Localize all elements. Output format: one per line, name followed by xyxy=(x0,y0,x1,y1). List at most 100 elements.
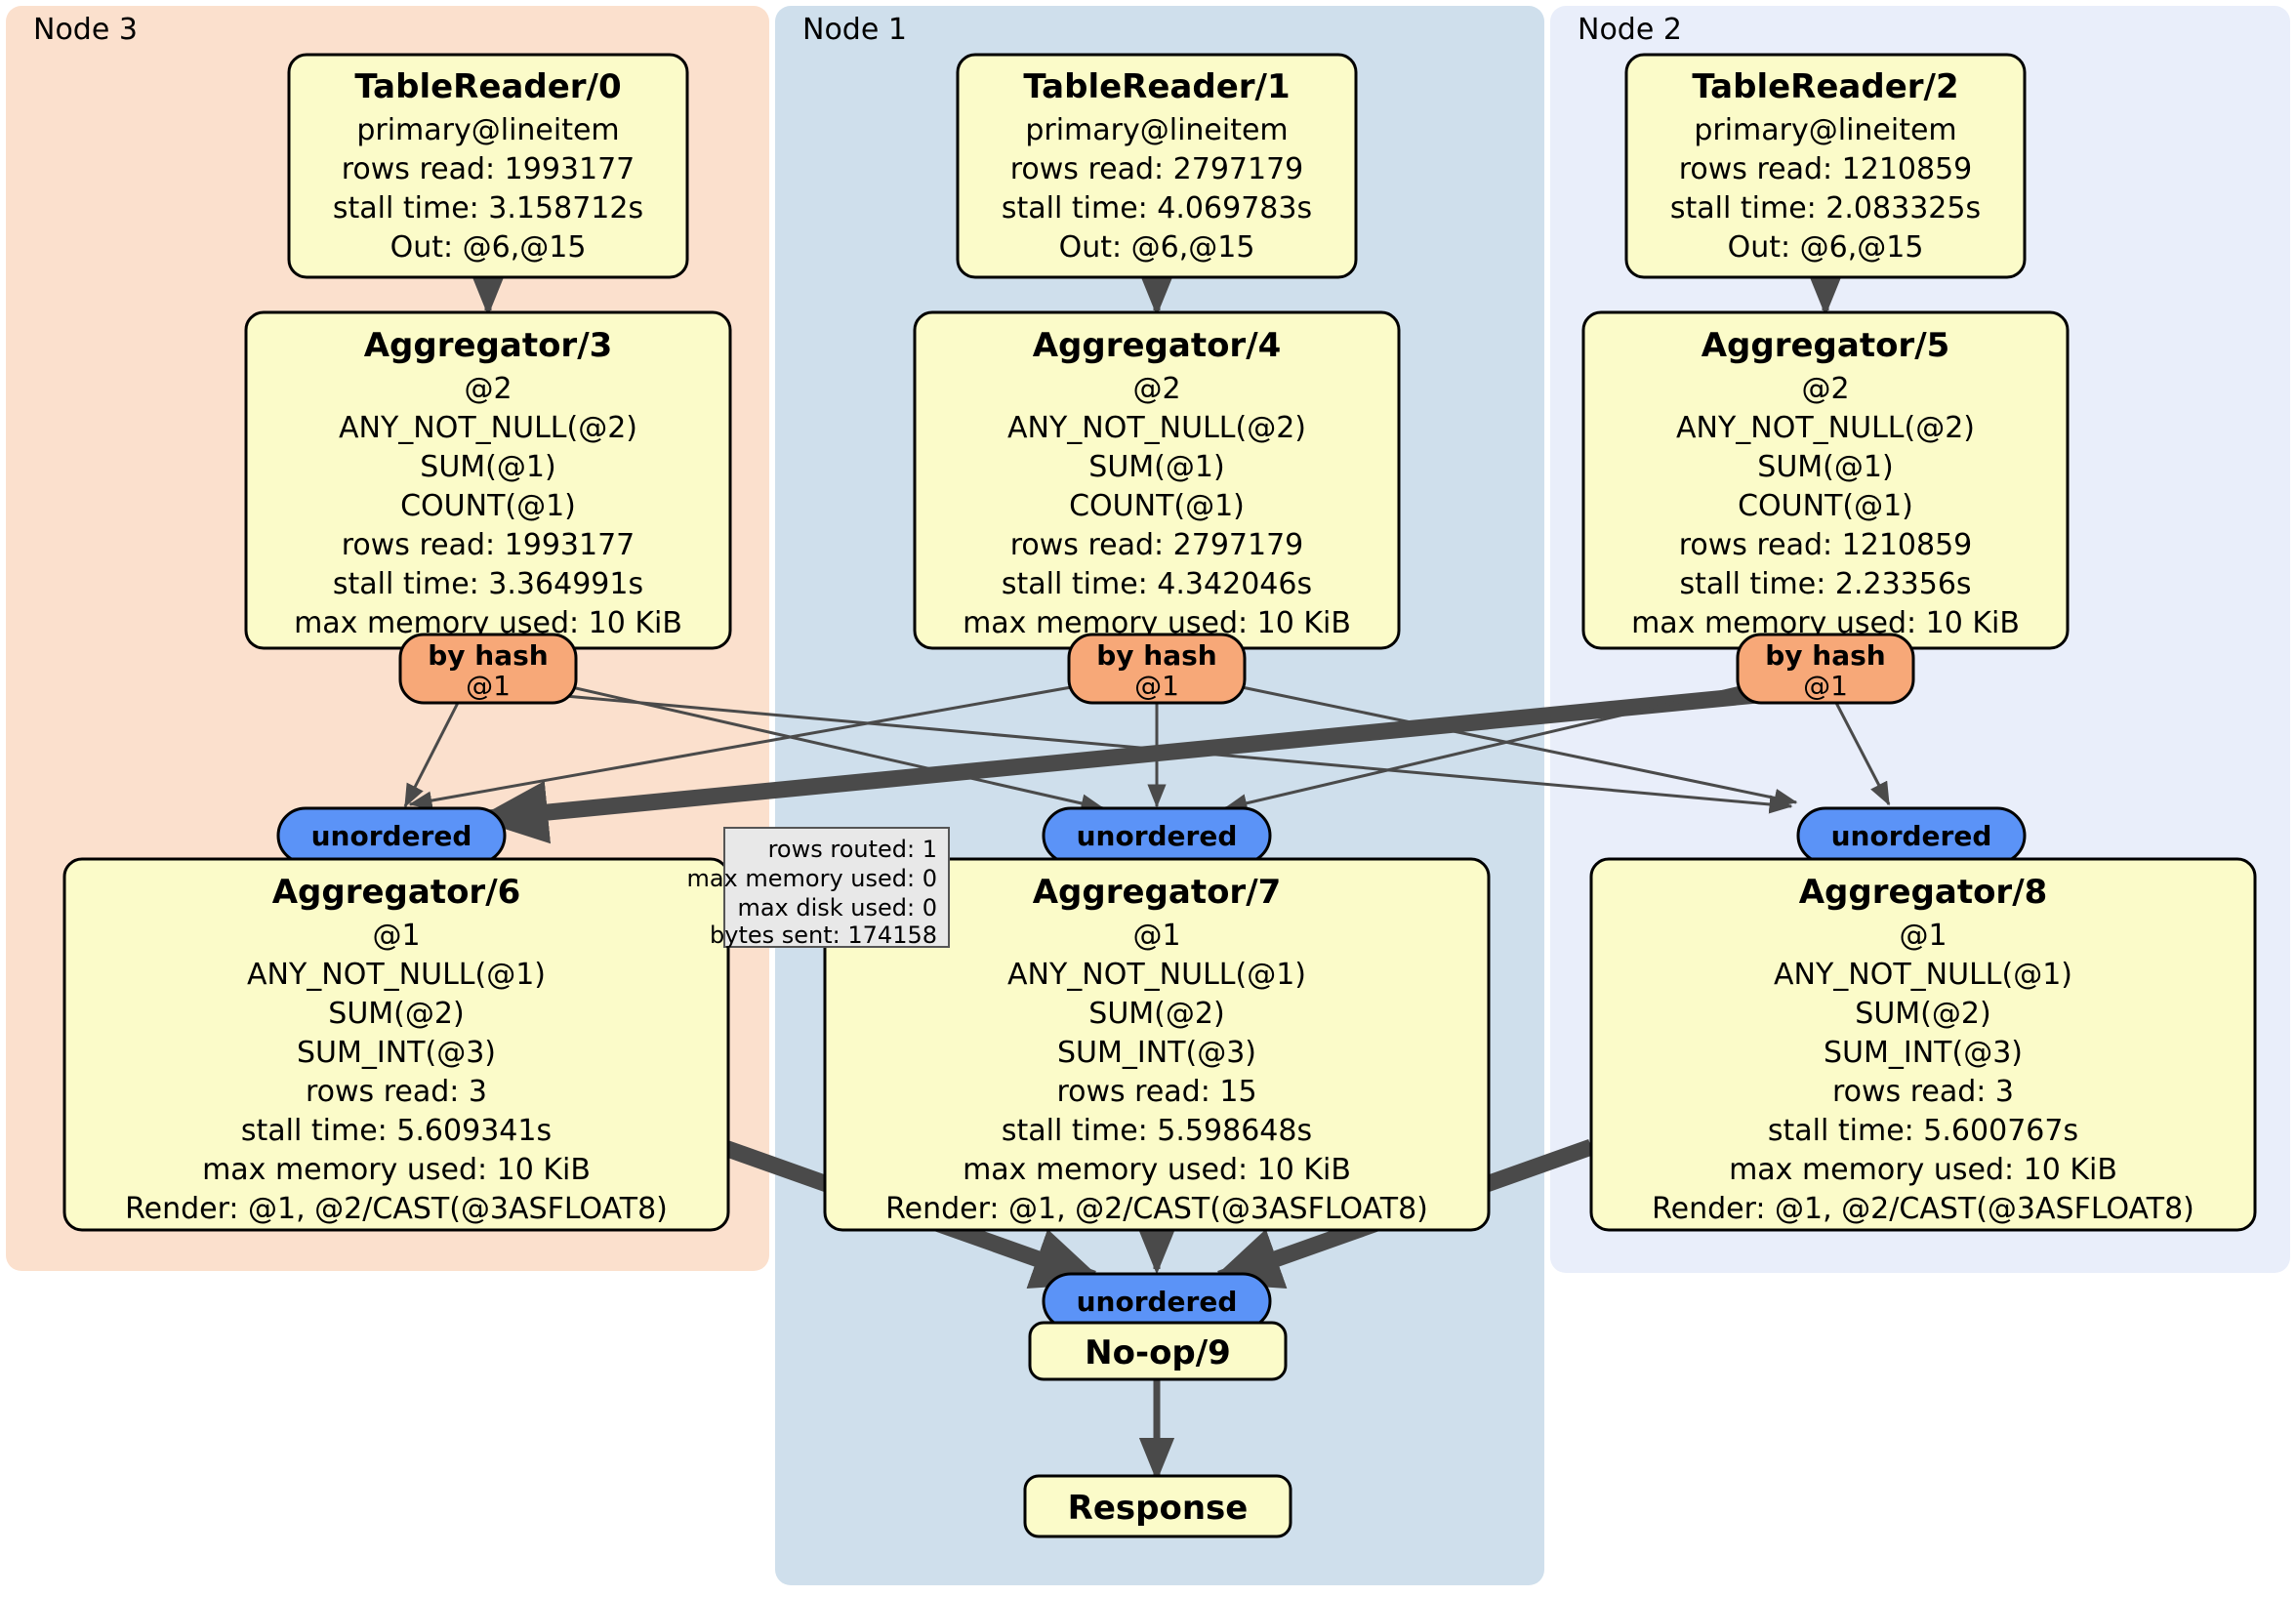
stats-line: max memory used: 0 xyxy=(686,865,937,892)
processor-detail-line: rows read: 1993177 xyxy=(342,152,636,186)
stats-line: max disk used: 0 xyxy=(737,894,937,921)
processor-tablereader-0[interactable]: TableReader/0 primary@lineitem rows read… xyxy=(287,53,689,279)
processor-tablereader-1[interactable]: TableReader/1 primary@lineitem rows read… xyxy=(956,53,1358,279)
processor-detail-line: COUNT(@1) xyxy=(400,489,576,523)
processor-detail-line: SUM_INT(@3) xyxy=(297,1036,496,1070)
synchronizer-unordered-node3[interactable]: unordered xyxy=(276,806,507,865)
processor-detail-line: @2 xyxy=(1801,372,1849,406)
processor-detail-line: stall time: 4.342046s xyxy=(1002,567,1312,601)
processor-detail-line: ANY_NOT_NULL(@2) xyxy=(1007,411,1306,445)
router-label: by hash xyxy=(428,639,548,672)
processor-aggregator-6[interactable]: Aggregator/6 @1 ANY_NOT_NULL(@1) SUM(@2)… xyxy=(62,857,730,1232)
processor-detail-line: max memory used: 10 KiB xyxy=(963,1153,1351,1187)
processor-title: Aggregator/8 xyxy=(1799,873,2048,912)
processor-detail-line: rows read: 15 xyxy=(1056,1075,1256,1109)
processor-detail-line: @1 xyxy=(372,919,420,953)
processor-detail-line: Out: @6,@15 xyxy=(390,230,587,265)
edge-hash5-to-sync7 xyxy=(1223,681,1758,813)
processor-title: Aggregator/7 xyxy=(1033,873,1282,912)
processor-detail-line: ANY_NOT_NULL(@1) xyxy=(1007,958,1306,992)
router-by-hash-node3[interactable]: by hash @1 xyxy=(398,633,578,705)
processor-title: Aggregator/4 xyxy=(1033,326,1282,365)
router-column: @1 xyxy=(1803,670,1848,702)
processor-detail-line: SUM(@1) xyxy=(1088,450,1224,484)
processor-detail-line: max memory used: 10 KiB xyxy=(202,1153,591,1187)
edge-hash3-to-sync6 xyxy=(403,700,461,808)
processor-aggregator-4[interactable]: Aggregator/4 @2 ANY_NOT_NULL(@2) SUM(@1)… xyxy=(913,310,1401,650)
processor-detail-line: stall time: 2.23356s xyxy=(1679,567,1971,601)
processor-noop-9[interactable]: No-op/9 xyxy=(1028,1321,1288,1381)
processor-detail-line: stall time: 5.609341s xyxy=(241,1114,552,1148)
processor-aggregator-8[interactable]: Aggregator/8 @1 ANY_NOT_NULL(@1) SUM(@2)… xyxy=(1589,857,2257,1232)
processor-detail-line: primary@lineitem xyxy=(1025,113,1288,147)
processor-title: TableReader/2 xyxy=(1692,67,1958,106)
processor-detail-line: rows read: 2797179 xyxy=(1010,152,1304,186)
processor-title: No-op/9 xyxy=(1085,1333,1231,1372)
synchronizer-unordered-node1[interactable]: unordered xyxy=(1042,806,1272,865)
processor-title: TableReader/1 xyxy=(1023,67,1290,106)
processor-detail-line: COUNT(@1) xyxy=(1738,489,1913,523)
router-by-hash-node2[interactable]: by hash @1 xyxy=(1736,633,1915,705)
synchronizer-label: unordered xyxy=(1077,1286,1238,1318)
processor-detail-line: rows read: 1210859 xyxy=(1679,152,1973,186)
processor-render-line: Render: @1, @2/CAST(@3ASFLOAT8) xyxy=(125,1192,668,1226)
router-label: by hash xyxy=(1765,639,1885,672)
processor-detail-line: primary@lineitem xyxy=(356,113,619,147)
processor-detail-line: SUM(@2) xyxy=(328,997,464,1031)
processor-title: TableReader/0 xyxy=(354,67,621,106)
processor-detail-line: rows read: 1993177 xyxy=(342,528,636,562)
processor-detail-line: COUNT(@1) xyxy=(1069,489,1245,523)
synchronizer-label: unordered xyxy=(1077,820,1238,852)
processor-detail-line: rows read: 1210859 xyxy=(1679,528,1973,562)
synchronizer-label: unordered xyxy=(311,820,472,852)
processor-detail-line: SUM(@2) xyxy=(1088,997,1224,1031)
processor-title: Response xyxy=(1068,1489,1249,1528)
processor-detail-line: stall time: 5.598648s xyxy=(1002,1114,1312,1148)
stats-line: rows routed: 1 xyxy=(768,836,937,863)
processor-detail-line: Out: @6,@15 xyxy=(1728,230,1924,265)
processor-detail-line: Out: @6,@15 xyxy=(1059,230,1255,265)
router-label: by hash xyxy=(1096,639,1216,672)
processor-detail-line: max memory used: 10 KiB xyxy=(1729,1153,2117,1187)
stats-line: bytes sent: 174158 xyxy=(710,921,937,949)
processor-title: Aggregator/3 xyxy=(364,326,613,365)
cluster-label-node3: Node 3 xyxy=(33,13,138,47)
synchronizer-unordered-node2[interactable]: unordered xyxy=(1796,806,2027,865)
processor-detail-line: primary@lineitem xyxy=(1694,113,1956,147)
synchronizer-unordered-final[interactable]: unordered xyxy=(1042,1272,1272,1331)
processor-detail-line: ANY_NOT_NULL(@2) xyxy=(1676,411,1975,445)
edge-hash5-to-sync6 xyxy=(474,686,1758,844)
cluster-label-node2: Node 2 xyxy=(1578,13,1682,47)
processor-detail-line: SUM_INT(@3) xyxy=(1057,1036,1256,1070)
processor-detail-line: stall time: 4.069783s xyxy=(1002,191,1312,225)
processor-detail-line: SUM(@1) xyxy=(420,450,555,484)
router-by-hash-node1[interactable]: by hash @1 xyxy=(1067,633,1247,705)
processor-tablereader-2[interactable]: TableReader/2 primary@lineitem rows read… xyxy=(1624,53,2027,279)
processor-detail-line: ANY_NOT_NULL(@1) xyxy=(1774,958,2072,992)
processor-render-line: Render: @1, @2/CAST(@3ASFLOAT8) xyxy=(885,1192,1428,1226)
stream-stats-box: rows routed: 1 max memory used: 0 max di… xyxy=(686,827,950,949)
processor-detail-line: stall time: 2.083325s xyxy=(1670,191,1981,225)
processor-detail-line: @2 xyxy=(464,372,512,406)
processor-detail-line: stall time: 5.600767s xyxy=(1768,1114,2078,1148)
processor-aggregator-5[interactable]: Aggregator/5 @2 ANY_NOT_NULL(@2) SUM(@1)… xyxy=(1581,310,2070,650)
synchronizer-label: unordered xyxy=(1831,820,1992,852)
processor-detail-line: SUM_INT(@3) xyxy=(1824,1036,2023,1070)
processor-detail-line: stall time: 3.158712s xyxy=(333,191,643,225)
processor-detail-line: @2 xyxy=(1132,372,1180,406)
router-column: @1 xyxy=(1134,670,1179,702)
processor-detail-line: rows read: 2797179 xyxy=(1010,528,1304,562)
cluster-label-node1: Node 1 xyxy=(802,13,907,47)
processor-response[interactable]: Response xyxy=(1023,1474,1292,1538)
processor-detail-line: stall time: 3.364991s xyxy=(333,567,643,601)
processor-render-line: Render: @1, @2/CAST(@3ASFLOAT8) xyxy=(1652,1192,2194,1226)
processor-detail-line: ANY_NOT_NULL(@1) xyxy=(247,958,546,992)
processor-detail-line: SUM(@1) xyxy=(1757,450,1893,484)
edge-hash5-to-sync8 xyxy=(1833,700,1891,806)
processor-detail-line: @1 xyxy=(1899,919,1947,953)
processor-title: Aggregator/5 xyxy=(1702,326,1950,365)
processor-aggregator-7[interactable]: Aggregator/7 @1 ANY_NOT_NULL(@1) SUM(@2)… xyxy=(823,857,1491,1232)
processor-aggregator-3[interactable]: Aggregator/3 @2 ANY_NOT_NULL(@2) SUM(@1)… xyxy=(244,310,732,650)
